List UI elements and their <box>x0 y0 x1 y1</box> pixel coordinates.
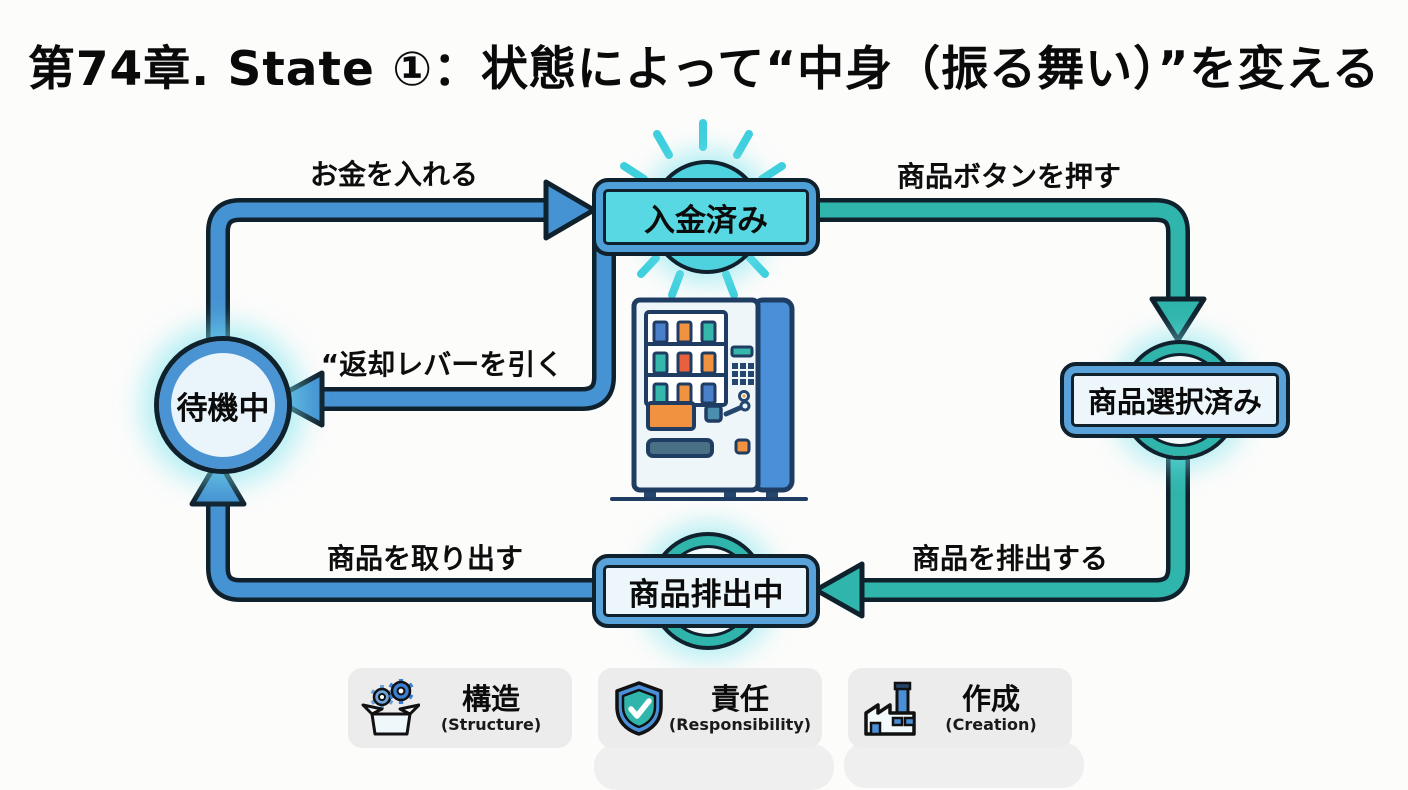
state-idle-label: 待機中 <box>176 390 270 427</box>
state-deposited-label: 入金済み <box>644 202 768 239</box>
badge-structure-en: (Structure) <box>440 714 542 734</box>
transition-label-pull-return-lever: “返却レバーを引く <box>320 348 564 381</box>
state-diagram-arrows <box>189 119 1207 619</box>
state-selected: 商品選択済み <box>1060 362 1290 438</box>
arrow-insert-money-outline <box>206 198 546 346</box>
transition-label-press-button: 商品ボタンを押す <box>896 160 1122 193</box>
badge-responsibility-jp: 責任 <box>710 681 769 716</box>
state-selected-label: 商品選択済み <box>1087 385 1262 419</box>
badge-responsibility: 責任 (Responsibility) <box>598 668 822 748</box>
badge-structure-jp: 構造 <box>461 681 520 716</box>
arrowhead-pull-lever <box>271 370 325 428</box>
arrowhead-dispense <box>813 561 865 619</box>
arrowhead-insert-money <box>543 179 597 241</box>
shield-check-icon <box>615 681 663 736</box>
badge-creation: 作成 (Creation) <box>848 668 1072 748</box>
transition-label-insert-money: お金を入れる <box>309 158 479 191</box>
transition-label-dispense-product: 商品を排出する <box>911 542 1109 575</box>
badge-creation-en: (Creation) <box>945 714 1037 734</box>
transition-label-take-product: 商品を取り出す <box>326 542 524 575</box>
arrowhead-press-button <box>1149 296 1207 343</box>
badge-creation-jp: 作成 <box>961 681 1020 716</box>
state-dispensing: 商品排出中 <box>592 554 820 628</box>
page-title: 第74章. State ①：状態によって“中身（振る舞い）”を変える <box>27 42 1381 97</box>
state-idle: 待機中 <box>154 336 292 474</box>
badge-structure: 構造 (Structure) <box>348 668 572 748</box>
state-dispensing-label: 商品排出中 <box>628 576 784 613</box>
vending-machine-illustration <box>608 290 808 505</box>
state-deposited: 入金済み <box>592 178 820 256</box>
factory-icon <box>864 681 916 736</box>
vending-machine-icon <box>610 297 808 501</box>
arrowhead-take-product <box>189 457 247 507</box>
box-gears-icon <box>361 679 420 736</box>
glow-rays <box>620 119 786 299</box>
arrow-press-button-outline <box>806 198 1190 300</box>
badge-responsibility-en: (Responsibility) <box>668 714 812 734</box>
